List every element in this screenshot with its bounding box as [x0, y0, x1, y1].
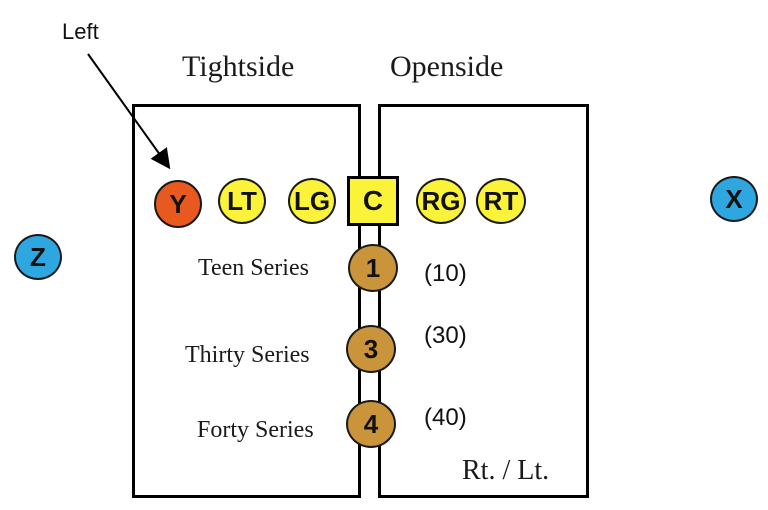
series-code-40: (40) — [424, 404, 467, 431]
series-label-teen: Teen Series — [198, 255, 309, 281]
series-label-forty: Forty Series — [197, 417, 314, 443]
left-annotation-label: Left — [62, 19, 99, 44]
player-y: Y — [154, 180, 202, 228]
player-rt: RT — [476, 178, 526, 224]
player-x: X — [710, 176, 758, 222]
player-c: C — [347, 176, 399, 226]
series-ball-3: 3 — [346, 325, 396, 373]
player-lg: LG — [288, 178, 336, 224]
player-rg: RG — [416, 178, 466, 224]
tightside-heading: Tightside — [182, 50, 295, 83]
tightside-box — [132, 104, 361, 498]
series-label-thirty: Thirty Series — [185, 342, 310, 368]
series-ball-4: 4 — [346, 400, 396, 448]
direction-label: Rt. / Lt. — [462, 455, 550, 486]
series-code-30: (30) — [424, 322, 467, 349]
series-ball-1: 1 — [348, 244, 398, 292]
openside-box — [378, 104, 589, 498]
openside-heading: Openside — [390, 50, 504, 83]
series-code-10: (10) — [424, 260, 467, 287]
player-lt: LT — [218, 178, 266, 224]
player-z: Z — [14, 234, 62, 280]
